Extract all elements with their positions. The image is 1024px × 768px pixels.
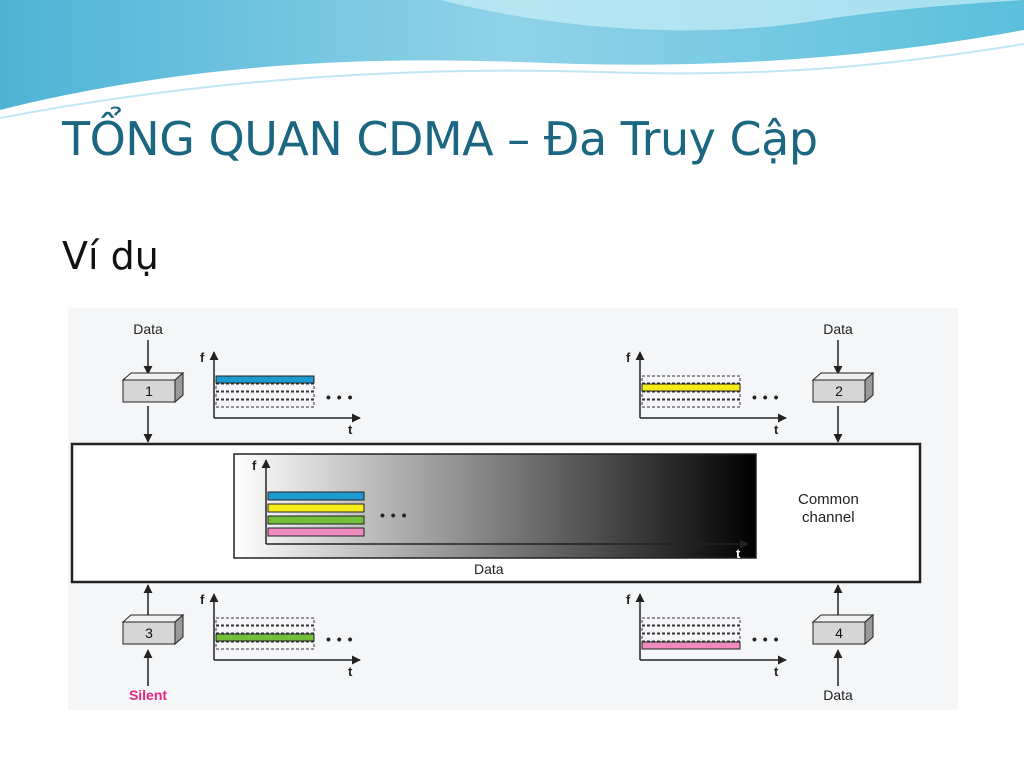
- station-4: Data 4 f t • • •: [626, 584, 875, 703]
- station-4-empty-slot: [641, 617, 741, 626]
- station-1-input-label: Data: [133, 321, 163, 337]
- header-wave-decoration: [0, 0, 1024, 119]
- combined-bands: [267, 491, 365, 537]
- station-1-ellipsis: • • •: [326, 389, 353, 405]
- station-1-number: 1: [145, 383, 153, 399]
- station-2-empty-slot: [641, 399, 741, 408]
- slide-subtitle: Ví dụ: [62, 234, 159, 278]
- combined-band-1: [267, 491, 365, 501]
- station-3-number: 3: [145, 625, 153, 641]
- combined-spectrum-axes: f t: [252, 458, 749, 561]
- station-4-ellipsis: • • •: [752, 631, 779, 647]
- station-2: Data 2 f t • • •: [626, 321, 875, 443]
- station-1-band: [215, 375, 315, 384]
- station-2-empty-slot: [641, 391, 741, 400]
- station-3-empty-slot: [215, 641, 315, 650]
- station-2-box: [812, 379, 866, 403]
- station-1: Data 1 f t • • •: [121, 321, 361, 443]
- cdma-diagram: f t • • • Common channel Data Data 1 f t • •…: [68, 308, 958, 710]
- common-channel-label-line2: channel: [802, 509, 855, 526]
- station-4-input-label: Data: [823, 687, 853, 703]
- station-2-number: 2: [835, 383, 843, 399]
- station-3-box-top: [121, 614, 185, 623]
- station-4-axis-t-label: t: [774, 664, 779, 679]
- station-1-empty-slot: [215, 383, 315, 392]
- station-2-axis-f-label: f: [626, 350, 631, 365]
- station-3-ellipsis: • • •: [326, 631, 353, 647]
- station-1-box-top: [121, 372, 185, 381]
- combined-ellipsis: • • •: [380, 507, 407, 523]
- combined-axis-f-label: f: [252, 458, 257, 473]
- station-4-number: 4: [835, 625, 843, 641]
- station-3-axis-t-label: t: [348, 664, 353, 679]
- slide-title: TỔNG QUAN CDMA – Đa Truy Cập: [62, 112, 818, 166]
- station-2-ellipsis: • • •: [752, 389, 779, 405]
- station-4-empty-slot: [641, 633, 741, 642]
- station-2-axis-t-label: t: [774, 422, 779, 437]
- combined-band-4: [267, 527, 365, 537]
- combined-band-3: [267, 515, 365, 525]
- station-4-box: [812, 621, 866, 645]
- station-1-empty-slot: [215, 391, 315, 400]
- station-3-band: [215, 633, 315, 642]
- station-3-empty-slot: [215, 617, 315, 626]
- station-3: Silent 3 f t • • •: [121, 584, 361, 703]
- station-1-box: [122, 379, 176, 403]
- station-4-empty-slot: [641, 625, 741, 634]
- station-1-axis-t-label: t: [348, 422, 353, 437]
- station-3-axis-f-label: f: [200, 592, 205, 607]
- station-3-box: [122, 621, 176, 645]
- combined-band-2: [267, 503, 365, 513]
- station-2-input-label: Data: [823, 321, 853, 337]
- station-2-box-top: [811, 372, 875, 381]
- station-1-axis-f-label: f: [200, 350, 205, 365]
- station-4-axis-f-label: f: [626, 592, 631, 607]
- common-channel-label-line1: Common: [798, 491, 859, 508]
- station-2-band: [641, 383, 741, 392]
- combined-axis-t-label: t: [736, 546, 741, 561]
- station-4-band: [641, 641, 741, 650]
- channel-data-label: Data: [474, 561, 504, 577]
- station-3-input-label: Silent: [129, 687, 167, 703]
- station-2-empty-slot: [641, 375, 741, 384]
- station-3-empty-slot: [215, 625, 315, 634]
- station-1-empty-slot: [215, 399, 315, 408]
- station-4-box-top: [811, 614, 875, 623]
